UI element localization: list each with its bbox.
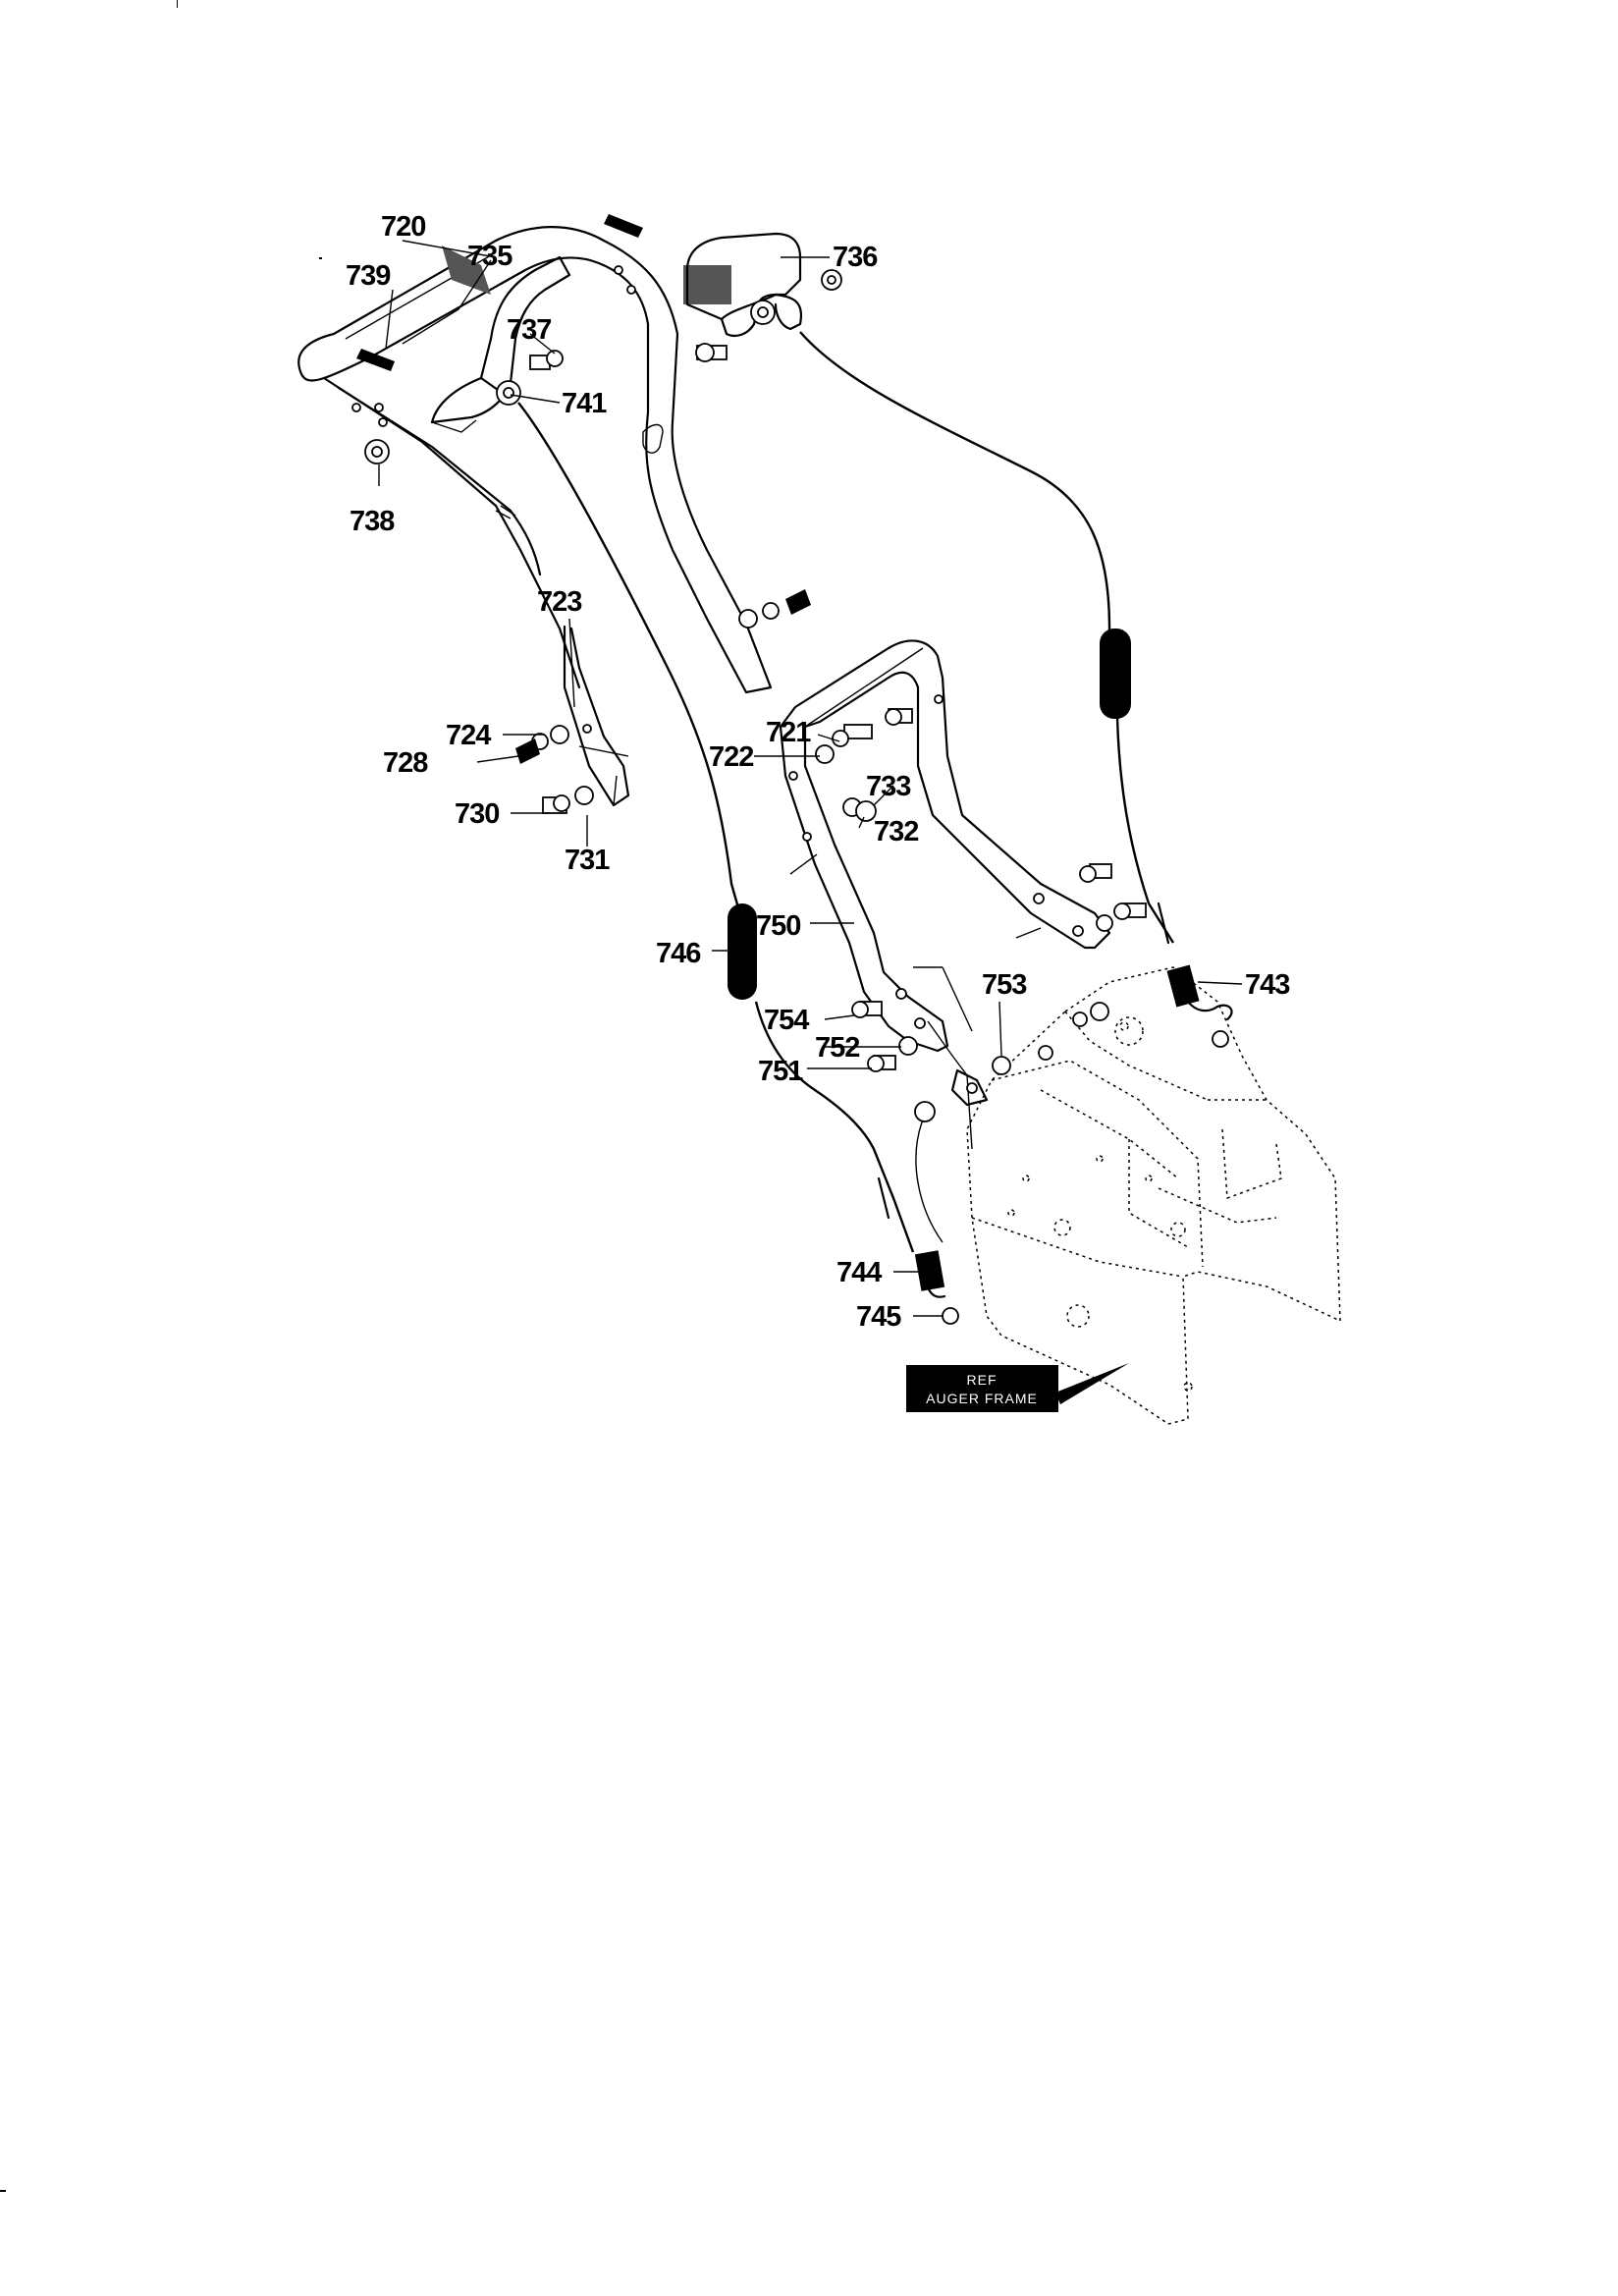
hardware [364, 269, 1147, 1107]
scan-specks [0, 0, 322, 2192]
label-754: 754 [764, 1005, 809, 1036]
label-723: 723 [537, 586, 582, 618]
leader-lines [378, 240, 1243, 1317]
support-bracket-723 [563, 625, 630, 807]
label-743: 743 [1245, 969, 1290, 1001]
label-728: 728 [383, 747, 428, 779]
label-750: 750 [756, 910, 800, 942]
label-720: 720 [381, 211, 425, 243]
cable-end-743 [1157, 902, 1233, 1048]
label-732: 732 [874, 816, 918, 847]
cable-end-744 [877, 1101, 959, 1325]
cable-grip-upper [1100, 629, 1131, 719]
part-labels: 720 739 735 737 741 738 736 723 724 728 … [346, 211, 1291, 1333]
label-737: 737 [507, 314, 551, 346]
label-753: 753 [982, 969, 1027, 1001]
label-751: 751 [758, 1056, 803, 1087]
label-745: 745 [856, 1301, 901, 1333]
label-746: 746 [656, 938, 701, 969]
label-752: 752 [815, 1032, 859, 1064]
label-730: 730 [455, 798, 499, 830]
label-741: 741 [562, 388, 607, 419]
label-739: 739 [346, 260, 391, 292]
label-738: 738 [350, 506, 395, 537]
label-731: 731 [565, 845, 610, 876]
lower-handle-750 [779, 639, 1111, 1150]
upper-handle-720 [297, 214, 773, 694]
label-722: 722 [709, 741, 753, 773]
cables [517, 331, 1175, 1253]
control-lever-735 [430, 255, 571, 433]
label-733: 733 [866, 771, 911, 802]
label-736: 736 [833, 242, 878, 273]
control-lever-736 [685, 232, 803, 338]
ref-line-1: REF [967, 1372, 998, 1388]
label-724: 724 [446, 720, 491, 751]
label-721: 721 [766, 717, 811, 748]
auger-frame-housing [966, 966, 1341, 1425]
label-735: 735 [467, 241, 512, 272]
label-744: 744 [836, 1257, 882, 1288]
cable-grip-746 [728, 903, 757, 1000]
ref-line-2: AUGER FRAME [926, 1391, 1038, 1406]
reference-auger-frame: REF AUGER FRAME [906, 1363, 1129, 1412]
